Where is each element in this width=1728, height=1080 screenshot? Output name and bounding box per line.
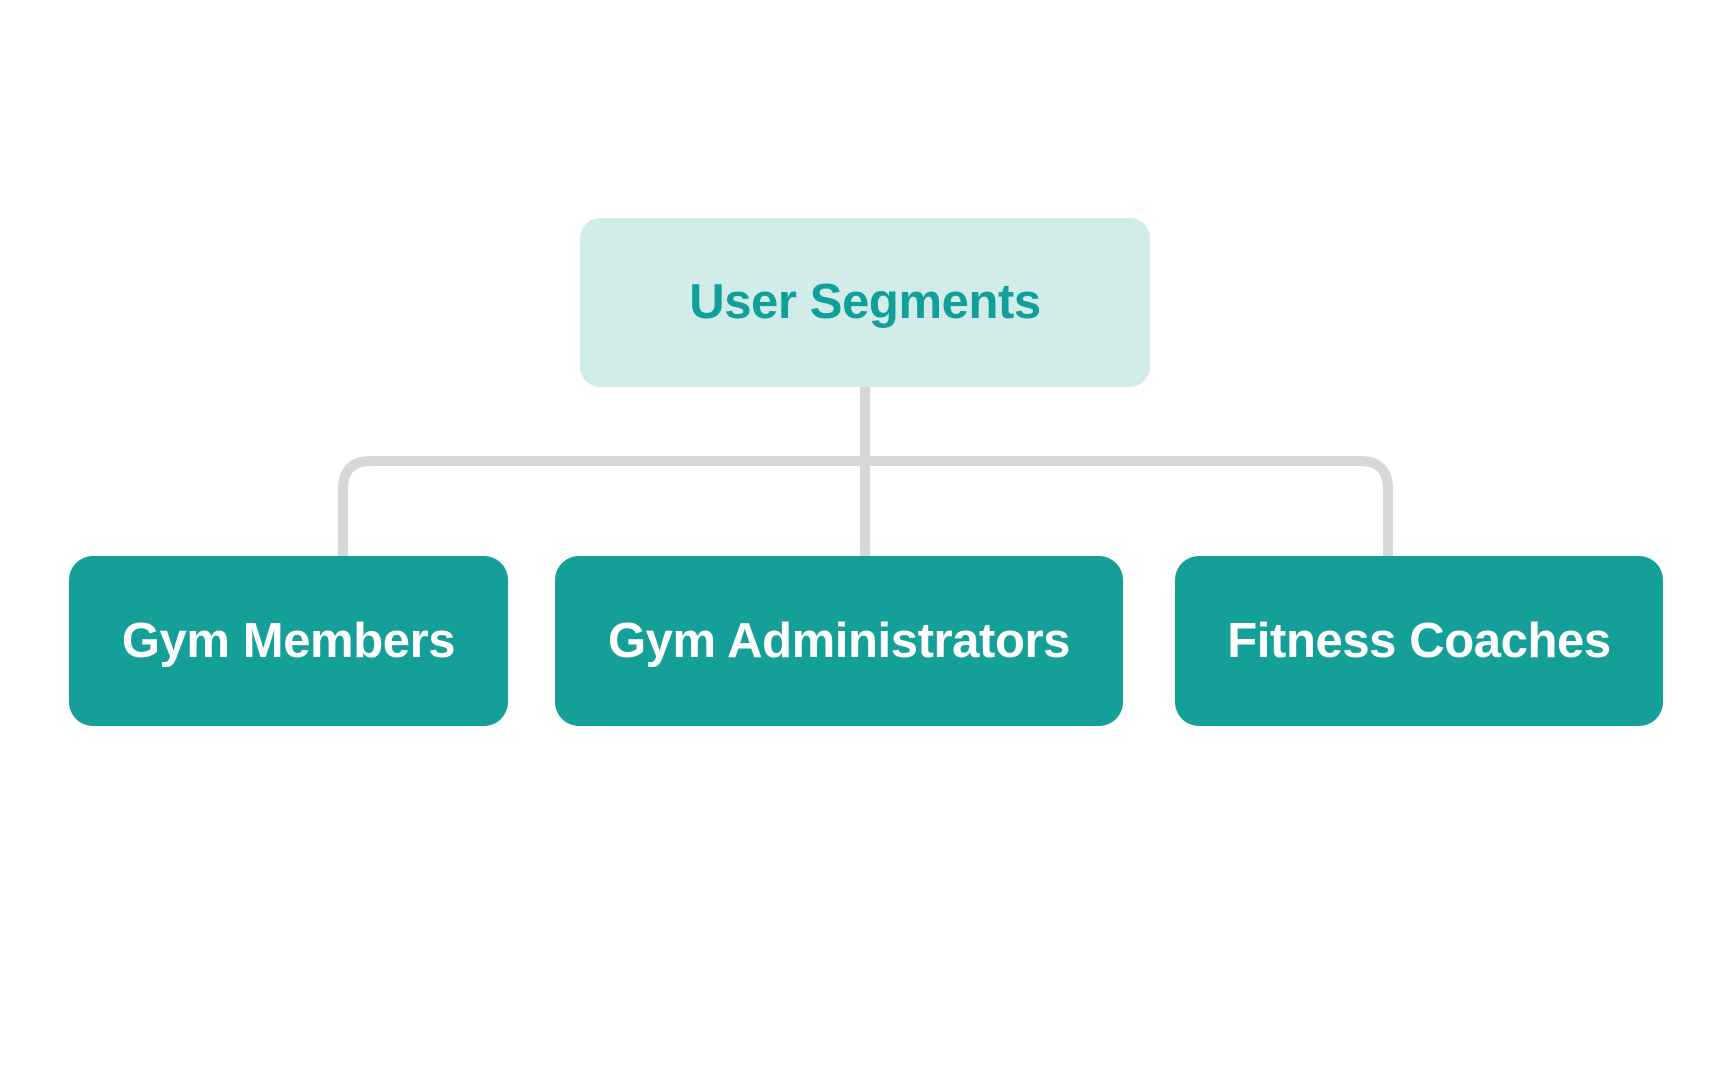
node-fitness-coaches[interactable]: Fitness Coaches (1175, 556, 1663, 726)
node-gym-members[interactable]: Gym Members (69, 556, 508, 726)
node-gym-members-label: Gym Members (121, 613, 456, 668)
node-user-segments-label: User Segments (689, 275, 1041, 329)
connector-right-branch (865, 456, 1393, 556)
node-user-segments[interactable]: User Segments (580, 218, 1150, 387)
node-gym-administrators-label: Gym Administrators (607, 613, 1071, 668)
node-gym-administrators[interactable]: Gym Administrators (555, 556, 1123, 726)
connector-left-branch (338, 456, 865, 556)
node-fitness-coaches-label: Fitness Coaches (1227, 613, 1611, 668)
